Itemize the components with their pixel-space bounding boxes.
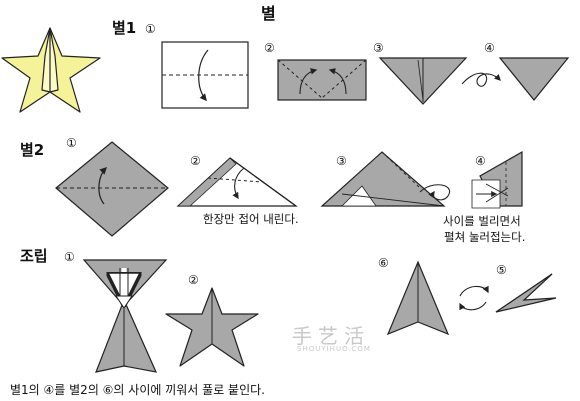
section-label-star2: 별2 — [20, 141, 45, 159]
assembly-step-number-5: ⑤ — [496, 263, 507, 277]
assembly-step5-figure — [495, 273, 557, 313]
star2-step2-note: 한장만 접어 내린다. — [203, 212, 299, 226]
star1-step-number-1: ① — [145, 22, 156, 36]
turn-over-arrow — [461, 72, 501, 87]
page-title: 별 — [261, 4, 276, 23]
assembly-step-number-2: ② — [188, 273, 199, 287]
star2-step-number-1: ① — [66, 136, 77, 150]
star1-step4-figure — [498, 57, 570, 101]
assembly-step6-figure — [386, 260, 450, 336]
star2-step-number-4: ④ — [475, 154, 486, 168]
star2-step-number-3: ③ — [336, 154, 347, 168]
swap-arrows — [459, 285, 489, 311]
assembly-step-number-1: ① — [64, 250, 75, 264]
assembly-step1-figure — [82, 259, 168, 373]
star2-step4-figure — [471, 150, 523, 209]
star1-step3-figure — [378, 57, 468, 105]
star2-step4-note-line2: 펼쳐 눌러접는다. — [444, 230, 526, 244]
section-label-assembly: 조립 — [20, 247, 48, 265]
star2-step4-note-line1: 사이를 벌리면서 — [443, 214, 521, 228]
star1-step-number-3: ③ — [373, 41, 384, 55]
star1-step1-figure — [161, 41, 249, 109]
finished-star-illustration — [1, 27, 101, 113]
assembly-step2-figure — [165, 287, 259, 367]
watermark-logo: 手艺活 — [292, 324, 370, 348]
star1-step-number-4: ④ — [484, 41, 495, 55]
assembly-caption: 별1의 ④를 별2의 ⑥의 사이에 끼워서 풀로 붙인다. — [10, 383, 265, 397]
star2-step3-figure — [320, 151, 451, 207]
star2-step1-figure — [55, 141, 169, 237]
section-label-star1: 별1 — [112, 19, 137, 37]
star2-step-number-2: ② — [190, 154, 201, 168]
watermark-url: SHOUYIHUO.COM — [297, 345, 371, 353]
star1-step-number-2: ② — [264, 41, 275, 55]
star1-step2-figure — [277, 59, 367, 101]
star2-step2-figure — [176, 157, 298, 207]
assembly-step-number-6: ⑥ — [378, 256, 389, 270]
